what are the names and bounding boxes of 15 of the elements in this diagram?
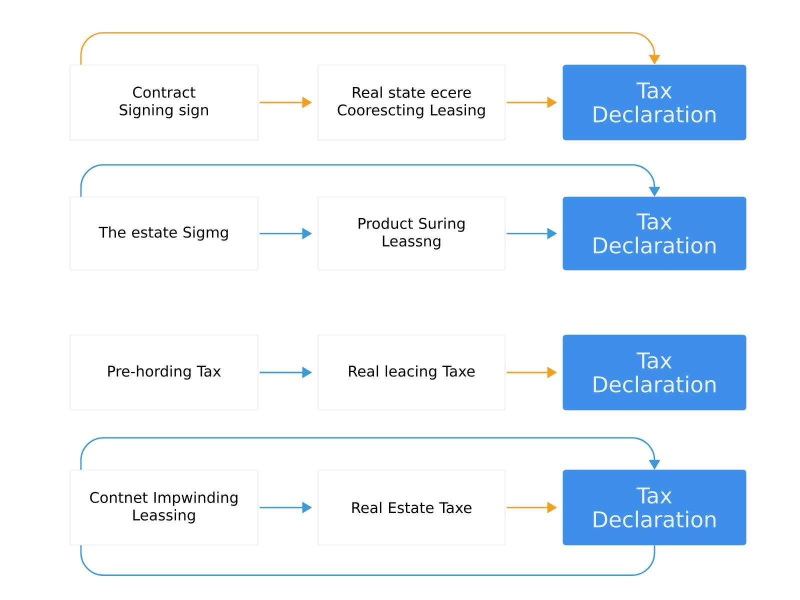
process-box: Contnet Impwinding Leassing (70, 470, 258, 546)
process-box: Real leacing Taxe (318, 334, 506, 410)
tax-box: Tax Declaration (562, 64, 746, 140)
arrow (80, 32, 660, 65)
process-box: Contract Signing sign (70, 64, 258, 140)
tax-box: Tax Declaration (562, 334, 746, 410)
process-box: Pre-hording Tax (70, 334, 258, 410)
arrow (80, 437, 660, 470)
process-box: Real Estate Taxe (318, 470, 506, 546)
process-box: Real state ecere Coorescting Leasing (318, 64, 506, 140)
arrow (80, 164, 660, 197)
tax-box: Tax Declaration (562, 196, 746, 270)
tax-box: Tax Declaration (562, 470, 746, 546)
process-box: Product Suring Leassng (318, 196, 506, 270)
process-box: The estate Sigmg (70, 196, 258, 270)
